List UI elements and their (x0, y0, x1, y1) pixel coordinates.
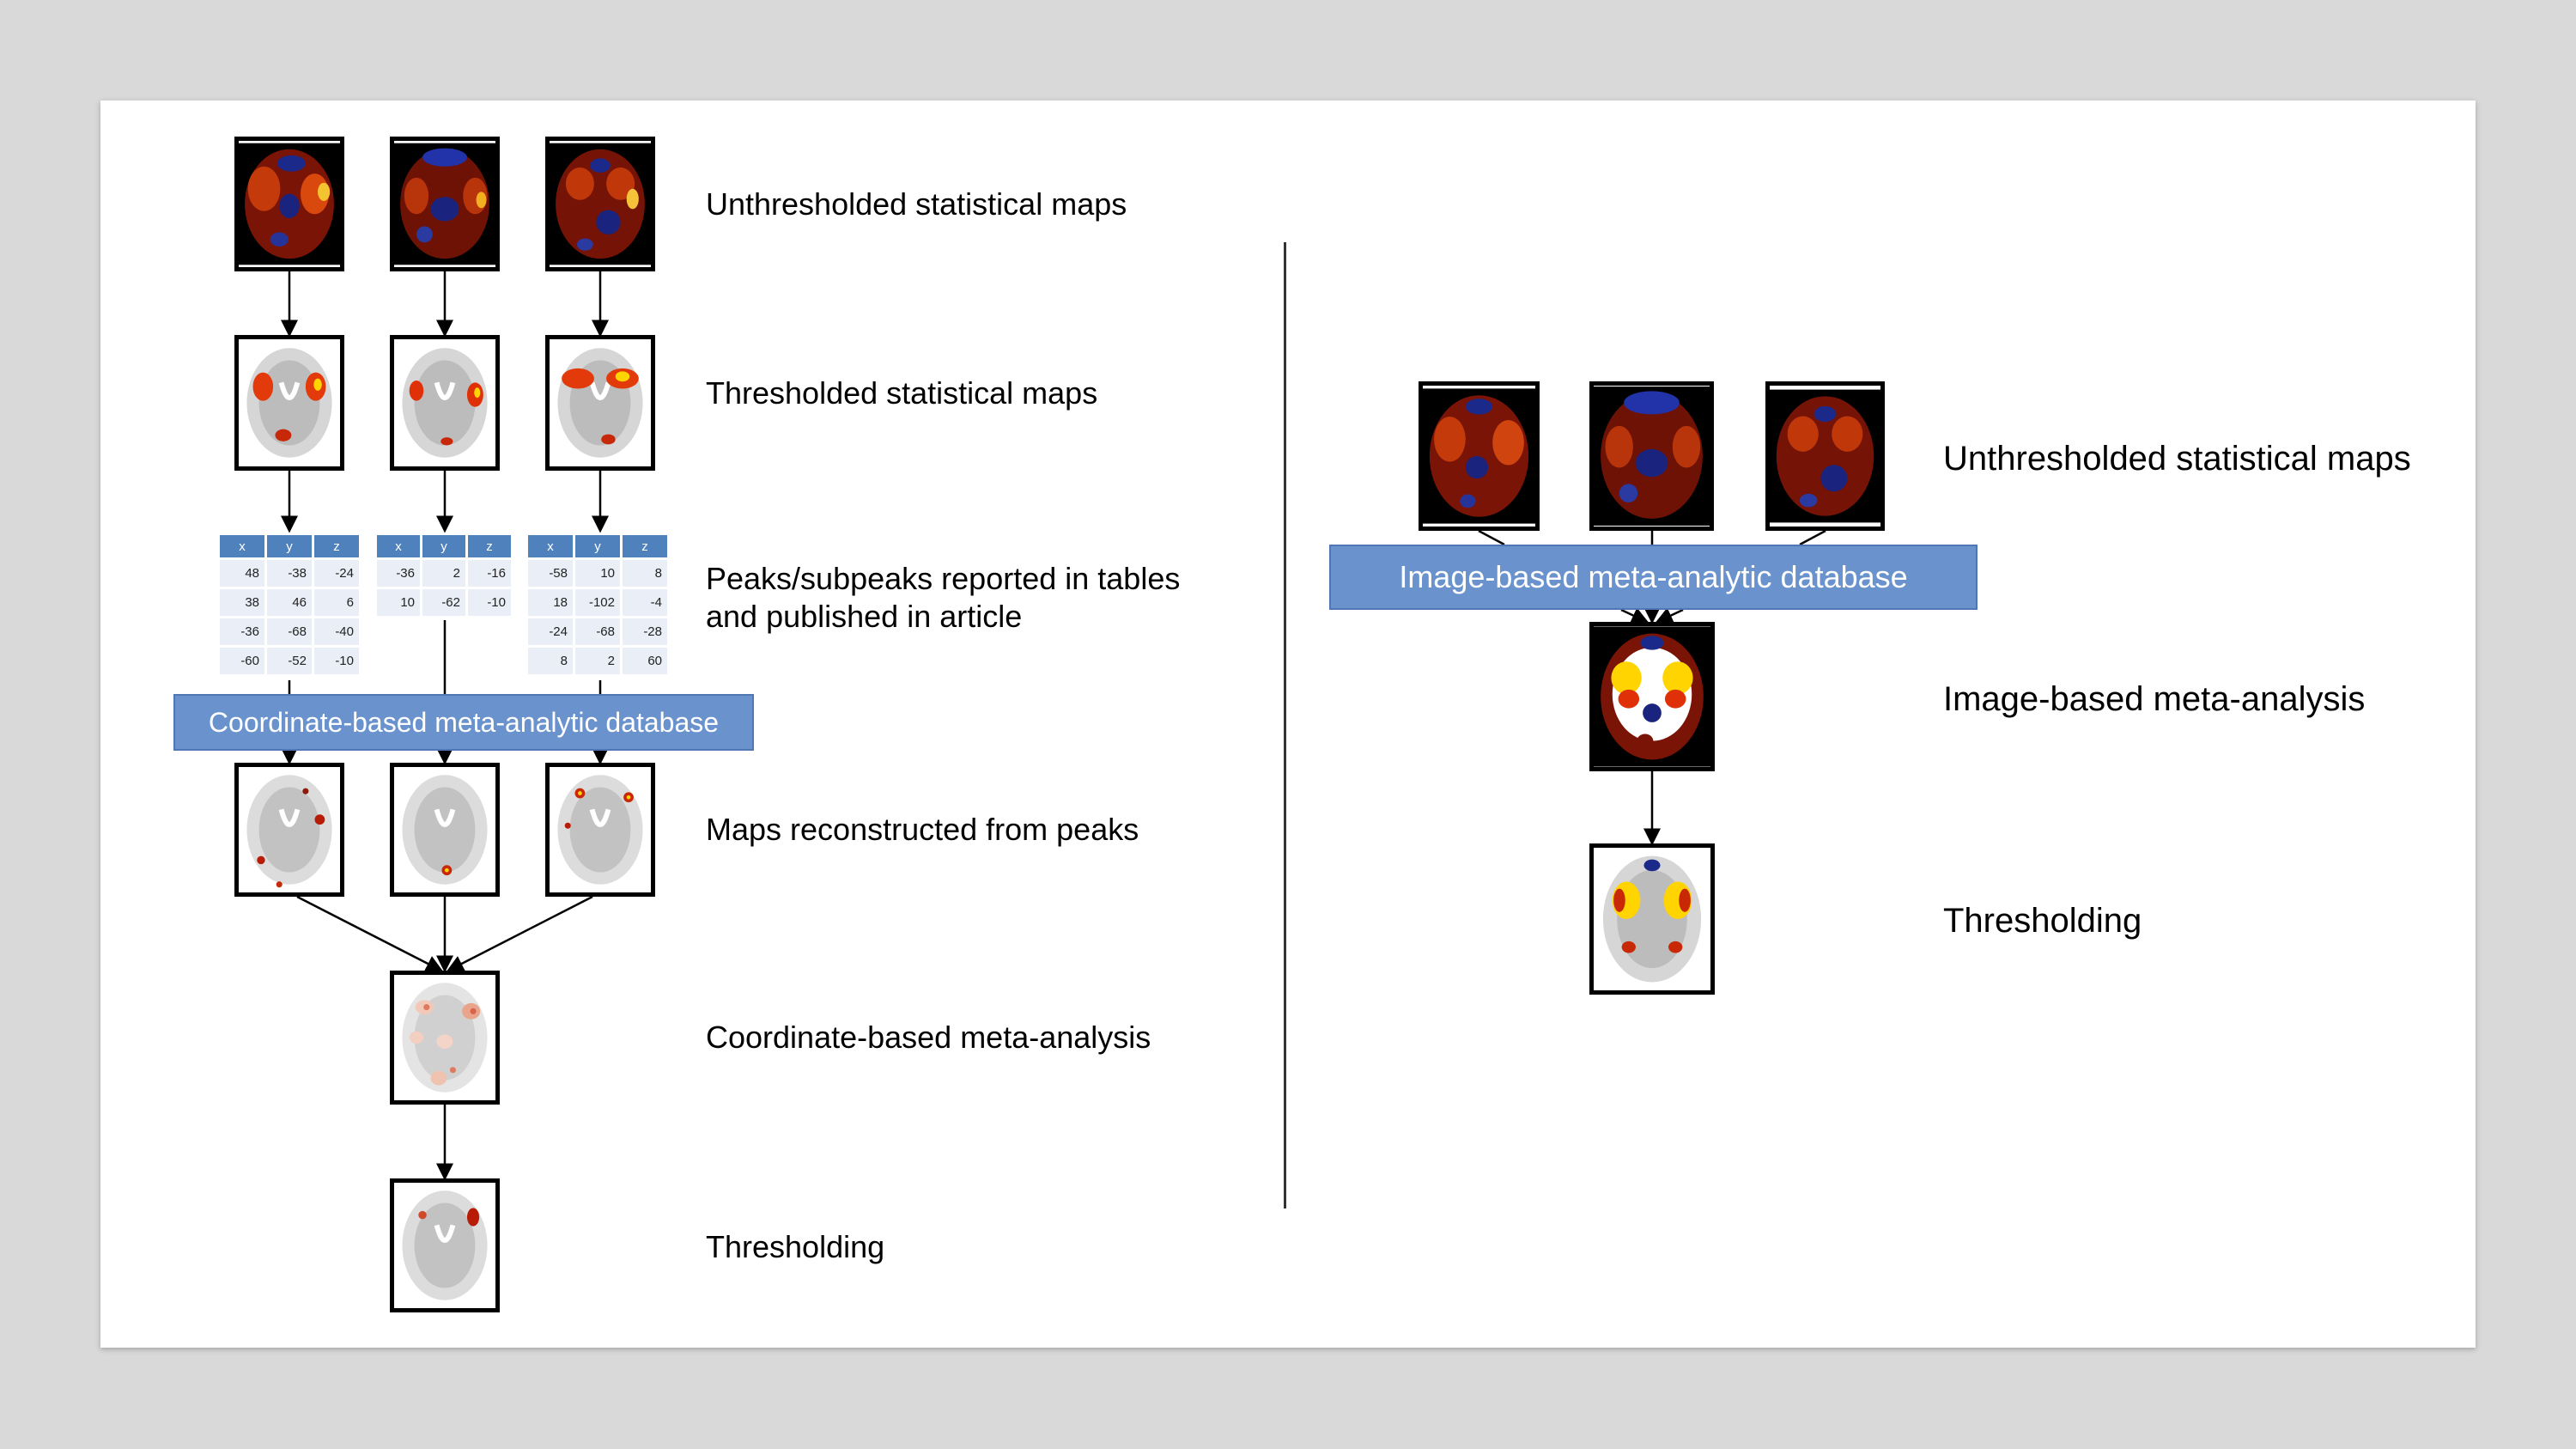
peak-table-row: 10-62-10 (377, 589, 511, 616)
peak-table-cell: 10 (575, 560, 620, 587)
label-coordinate-meta: Coordinate-based meta-analysis (706, 1020, 1151, 1055)
peak-table-cell: 48 (220, 560, 264, 587)
peak-table-cell: -36 (220, 618, 264, 645)
peak-table-row: 18-102-4 (528, 589, 667, 616)
peak-table-cell: -60 (220, 648, 264, 674)
label-peaks-line2: and published in article (706, 599, 1023, 634)
peak-table-cell: 2 (575, 648, 620, 674)
peak-table-cell: 10 (377, 589, 420, 616)
thresholded-map-3 (545, 335, 655, 471)
coordinate-meta-analysis-map (390, 971, 500, 1105)
right-unthresholded-map-1 (1419, 381, 1540, 531)
reconstructed-map-2 (390, 763, 500, 897)
label-reconstructed: Maps reconstructed from peaks (706, 812, 1139, 847)
column-divider (1284, 242, 1286, 1209)
peak-table-row: -36-68-40 (220, 618, 359, 645)
label-unthresholded-left: Unthresholded statistical maps (706, 186, 1127, 222)
peak-table-header-cell: y (575, 535, 620, 557)
peak-table-cell: 8 (623, 560, 667, 587)
label-image-meta: Image-based meta-analysis (1943, 680, 2366, 718)
image-meta-analysis-map (1589, 622, 1715, 771)
peak-table-row: -60-52-10 (220, 648, 359, 674)
peak-table-cell: 8 (528, 648, 573, 674)
peak-table-header-cell: x (377, 535, 420, 557)
peak-table-cell: -10 (468, 589, 511, 616)
peak-table-cell: -10 (314, 648, 359, 674)
peak-table-row: -24-68-28 (528, 618, 667, 645)
label-thresholded: Thresholded statistical maps (706, 375, 1098, 411)
peak-table-cell: -40 (314, 618, 359, 645)
peak-table-cell: -24 (528, 618, 573, 645)
peak-table-header-cell: z (468, 535, 511, 557)
peak-table-header-cell: x (528, 535, 573, 557)
reconstructed-map-3 (545, 763, 655, 897)
peak-table-cell: 18 (528, 589, 573, 616)
peak-table-header-cell: z (623, 535, 667, 557)
coordinate-thresholded-map (390, 1178, 500, 1312)
unthresholded-map-2 (390, 137, 500, 271)
peak-table-cell: -102 (575, 589, 620, 616)
image-thresholded-map (1589, 843, 1715, 995)
label-thresholding-right: Thresholding (1943, 902, 2142, 940)
peak-table-cell: -58 (528, 560, 573, 587)
peak-table-cell: 6 (314, 589, 359, 616)
peak-table-header-cell: y (422, 535, 465, 557)
peak-table-header-cell: z (314, 535, 359, 557)
peak-table-cell: -24 (314, 560, 359, 587)
unthresholded-map-3 (545, 137, 655, 271)
label-peaks-line1: Peaks/subpeaks reported in tables (706, 561, 1181, 596)
unthresholded-map-1 (234, 137, 344, 271)
peak-table-cell: -16 (468, 560, 511, 587)
label-unthresholded-right: Unthresholded statistical maps (1943, 440, 2411, 478)
peak-table-cell: 38 (220, 589, 264, 616)
image-database-bar: Image-based meta-analytic database (1329, 545, 1978, 610)
peak-table-cell: 60 (623, 648, 667, 674)
peak-table-row: 48-38-24 (220, 560, 359, 587)
peak-table-cell: -4 (623, 589, 667, 616)
peak-table-header-cell: x (220, 535, 264, 557)
label-thresholding-left: Thresholding (706, 1229, 885, 1264)
peak-table-cell: -62 (422, 589, 465, 616)
peak-table-cell: -36 (377, 560, 420, 587)
peak-table-cell: 46 (267, 589, 312, 616)
peak-table-cell: -68 (575, 618, 620, 645)
thresholded-map-2 (390, 335, 500, 471)
peak-table-cell: -52 (267, 648, 312, 674)
peak-table-cell: -38 (267, 560, 312, 587)
right-unthresholded-map-2 (1589, 381, 1714, 531)
peak-table-cell: 2 (422, 560, 465, 587)
right-unthresholded-map-3 (1765, 381, 1885, 531)
reconstructed-map-1 (234, 763, 344, 897)
peak-table-header-cell: y (267, 535, 312, 557)
coordinate-database-bar: Coordinate-based meta-analytic database (173, 694, 754, 751)
peak-table-cell: -68 (267, 618, 312, 645)
peak-table-cell: -28 (623, 618, 667, 645)
thresholded-map-1 (234, 335, 344, 471)
